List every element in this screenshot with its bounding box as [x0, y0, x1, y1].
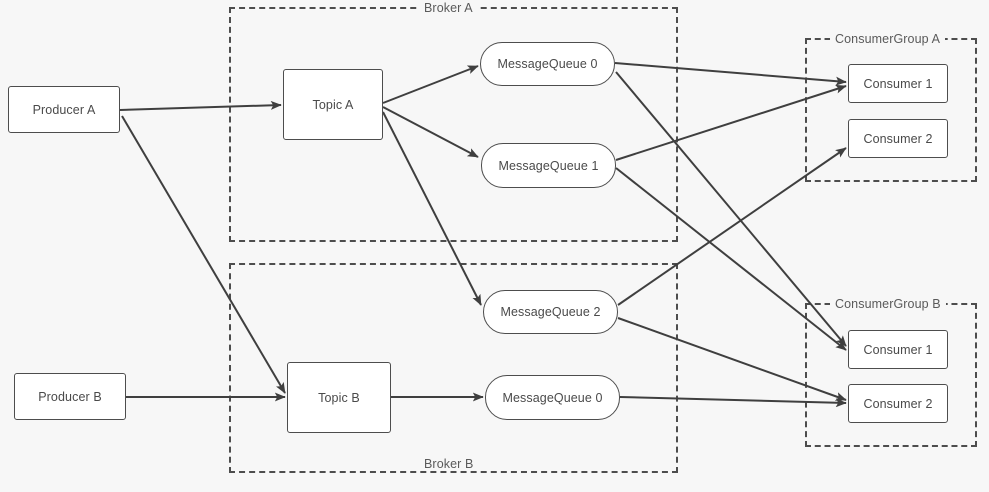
node-messagequeue-a0[interactable]: MessageQueue 0: [480, 42, 615, 86]
group-broker-b: [229, 263, 678, 473]
node-producer-a[interactable]: Producer A: [8, 86, 120, 133]
edge-mq-a1-cga-consumer1: [615, 84, 847, 161]
node-cgb-consumer-2[interactable]: Consumer 2: [848, 384, 948, 423]
edge-mq-a0-cga-consumer1: [614, 62, 847, 86]
node-messagequeue-a2[interactable]: MessageQueue 2: [483, 290, 618, 334]
group-consumergroup-b-label: ConsumerGroup B: [830, 297, 946, 311]
edge-mq-a1-cgb-consumer1: [615, 167, 847, 351]
node-messagequeue-b0[interactable]: MessageQueue 0: [485, 375, 620, 420]
group-consumergroup-a-label: ConsumerGroup A: [830, 32, 946, 46]
node-messagequeue-a1[interactable]: MessageQueue 1: [481, 143, 616, 188]
edge-mq-a2-cgb-consumer2: [617, 317, 847, 401]
node-producer-b[interactable]: Producer B: [14, 373, 126, 420]
node-cgb-consumer-1[interactable]: Consumer 1: [848, 330, 948, 369]
edge-mq-a0-cgb-consumer1: [615, 71, 847, 347]
edge-topic-a-mq-a2: [382, 111, 482, 306]
group-broker-a-label: Broker A: [419, 1, 478, 15]
node-cga-consumer-1[interactable]: Consumer 1: [848, 64, 948, 103]
edge-topic-a-mq-a1: [382, 106, 479, 158]
group-broker-b-label: Broker B: [419, 457, 479, 471]
edge-mq-a2-cga-consumer2: [617, 147, 847, 306]
node-cga-consumer-2[interactable]: Consumer 2: [848, 119, 948, 158]
node-topic-a[interactable]: Topic A: [283, 69, 383, 140]
edge-topic-a-mq-a0: [382, 65, 479, 104]
edge-producer-a-topic-b: [121, 115, 286, 394]
node-topic-b[interactable]: Topic B: [287, 362, 391, 433]
edge-mq-b0-cgb-consumer2: [619, 396, 847, 408]
edge-producer-a-topic-a: [119, 100, 282, 111]
